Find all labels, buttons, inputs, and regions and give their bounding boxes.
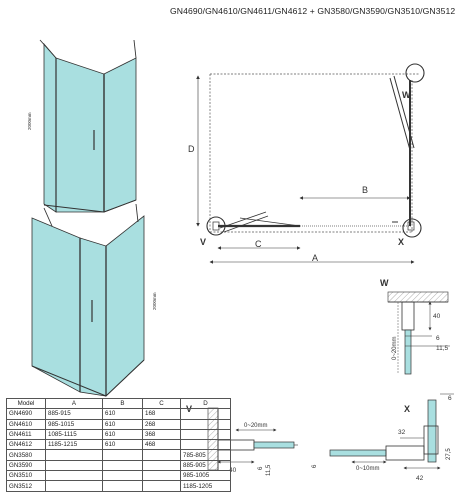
table-row: GN3580 785-805 (6, 449, 231, 461)
detail-W-dim-11-5: 11,5 (436, 345, 449, 352)
table-cell (142, 459, 181, 472)
table-cell (180, 418, 231, 430)
table-cell (142, 449, 181, 461)
table-header: D (180, 397, 231, 410)
table-header: C (142, 397, 181, 410)
table-cell: 1185-1215 (45, 439, 103, 451)
marker-W: W (402, 90, 411, 100)
table-header: A (45, 397, 103, 410)
table-cell: 468 (142, 439, 181, 451)
table-cell (102, 459, 143, 472)
table-header-row: Model A B C D (6, 397, 231, 410)
table-cell (45, 470, 103, 482)
detail-V-dim-40: 40 (229, 467, 237, 474)
table-row: GN4611 1085-1115 610 368 (6, 428, 231, 441)
dimension-table: Model A B C D GN4690 885-915 610 168 GN4… (6, 397, 231, 492)
detail-X-range: 0~10mm (356, 466, 380, 472)
table-cell (45, 449, 103, 461)
elevation-view-1 (39, 39, 137, 213)
marker-V: V (200, 237, 206, 247)
dim-B-label: B (362, 185, 368, 195)
dim-D-label: D (188, 144, 195, 154)
detail-X-dim-42: 42 (416, 475, 424, 482)
height-label-1: 2000mm (27, 112, 32, 130)
table-cell (142, 480, 181, 492)
table-row: GN4612 1185-1215 610 468 (6, 439, 231, 451)
table-cell: GN3590 (6, 459, 46, 472)
table-cell: GN4612 (6, 439, 46, 451)
table-cell (102, 449, 143, 461)
table-cell: 610 (102, 418, 143, 430)
detail-W-dim-40: 40 (433, 313, 441, 320)
detail-X-dim-27-5: 27,5 (446, 448, 452, 460)
table-cell: 1185-1205 (180, 480, 231, 492)
table-cell: GN4611 (6, 428, 46, 441)
marker-X: X (398, 237, 404, 247)
detail-X-dim-32: 32 (398, 429, 406, 436)
table-cell: 785-805 (180, 449, 231, 461)
detail-V-dim-6b: 6 (312, 464, 318, 468)
table-row: GN4610 985-1015 610 268 (6, 418, 231, 430)
table-row: GN4690 885-915 610 168 (6, 408, 231, 420)
table-cell: 985-1015 (45, 418, 103, 430)
table-cell: 268 (142, 418, 181, 430)
detail-W-dim-6: 6 (436, 335, 440, 342)
table-header: B (102, 397, 143, 410)
detail-X-title: X (404, 404, 410, 414)
table-cell: GN3512 (6, 480, 46, 492)
table-cell: 168 (142, 408, 181, 420)
detail-W-title: W (380, 278, 389, 288)
table-cell: GN4610 (6, 418, 46, 430)
table-cell (180, 428, 231, 441)
table-cell (142, 470, 181, 482)
table-cell (45, 459, 103, 472)
table-cell: 610 (102, 428, 143, 441)
table-cell (102, 470, 143, 482)
detail-W-drawing (387, 291, 450, 375)
table-row: GN3512 1185-1205 (6, 480, 231, 492)
detail-V-range: 0~20mm (244, 423, 268, 429)
table-cell (102, 480, 143, 492)
table-header: Model (6, 397, 46, 410)
detail-V-dim-11-5: 11,5 (266, 464, 272, 476)
dim-C-label: C (255, 239, 262, 249)
detail-V-dim-6: 6 (258, 466, 264, 470)
height-label-2: 2000mm (152, 292, 157, 310)
table-cell: 610 (102, 439, 143, 451)
table-cell: 885-905 (180, 459, 231, 472)
dim-A-label: A (312, 253, 318, 263)
table-cell (180, 408, 231, 420)
table-cell: 1085-1115 (45, 428, 103, 441)
table-cell: GN3580 (6, 449, 46, 461)
table-cell: GN4690 (6, 408, 46, 420)
plan-view (196, 63, 425, 264)
detail-W-range: 0~20mm (392, 336, 398, 360)
table-cell: 368 (142, 428, 181, 441)
table-cell: 985-1005 (180, 470, 231, 482)
table-cell (180, 439, 231, 451)
table-row: GN3510 985-1005 (6, 470, 231, 482)
table-row: GN3590 885-905 (6, 459, 231, 472)
detail-X-dim-6: 6 (448, 395, 452, 402)
drawing-title: GN4690/GN4610/GN4611/GN4612 + GN3580/GN3… (170, 6, 456, 16)
detail-X-drawing (329, 393, 454, 470)
table-cell: 610 (102, 408, 143, 420)
table-cell: GN3510 (6, 470, 46, 482)
elevation-view-2 (31, 203, 145, 397)
table-cell: 885-915 (45, 408, 103, 420)
table-cell (45, 480, 103, 492)
